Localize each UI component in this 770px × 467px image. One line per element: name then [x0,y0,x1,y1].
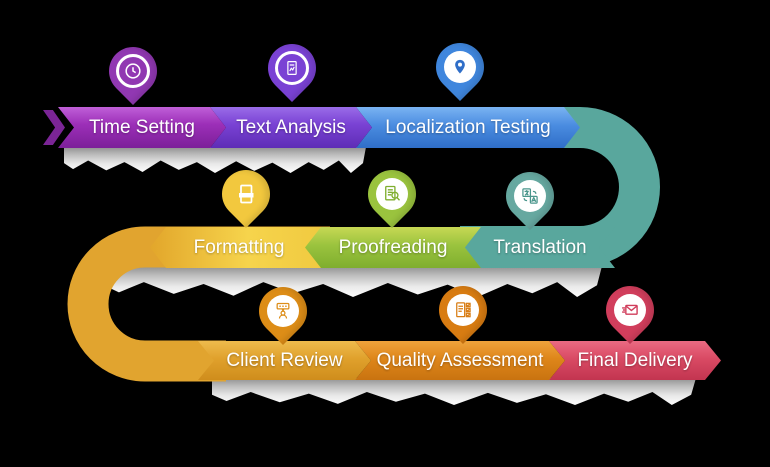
send-mail-icon [614,294,646,326]
step-label: Proofreading [338,236,448,258]
step-segment-proofreading: Proofreading [305,227,481,268]
step-segment-translation: Translation [465,227,615,268]
pin-localization-testing [426,33,494,101]
step-label: Text Analysis [236,116,346,138]
pin-translation [496,162,564,230]
step-label: Final Delivery [577,349,693,371]
step-label: Time Setting [89,116,195,138]
pin-text-analysis [258,34,326,102]
step-label: Localization Testing [385,116,551,138]
step-segment-formatting: Formatting [150,227,328,268]
map-pin-icon [444,51,476,83]
document-chart-icon [275,51,309,85]
step-label: Client Review [226,349,343,371]
step-label: Quality Assessment [376,349,544,371]
step-segment-localization-testing: Localization Testing [356,107,580,148]
document-search-icon [376,178,408,210]
pin-proofreading [358,160,426,228]
step-segment-time-setting: Time Setting [58,107,226,148]
checklist-icon [447,294,479,326]
pin-quality-assessment [429,276,497,344]
pin-formatting [212,160,280,228]
left-u-curve [67,226,330,382]
step-segment-quality-assessment: Quality Assessment [355,341,565,380]
printer-icon [230,178,262,210]
pin-time-setting [99,37,167,105]
pin-final-delivery [596,276,664,344]
step-segment-text-analysis: Text Analysis [210,107,372,148]
step-label: Translation [493,236,587,258]
translate-icon [514,180,546,212]
pin-client-review [249,277,317,345]
clock-icon [116,54,150,88]
customer-feedback-icon [267,295,299,327]
step-segment-client-review: Client Review [198,341,371,380]
step-segment-final-delivery: Final Delivery [549,341,721,380]
step-label: Formatting [193,236,285,258]
